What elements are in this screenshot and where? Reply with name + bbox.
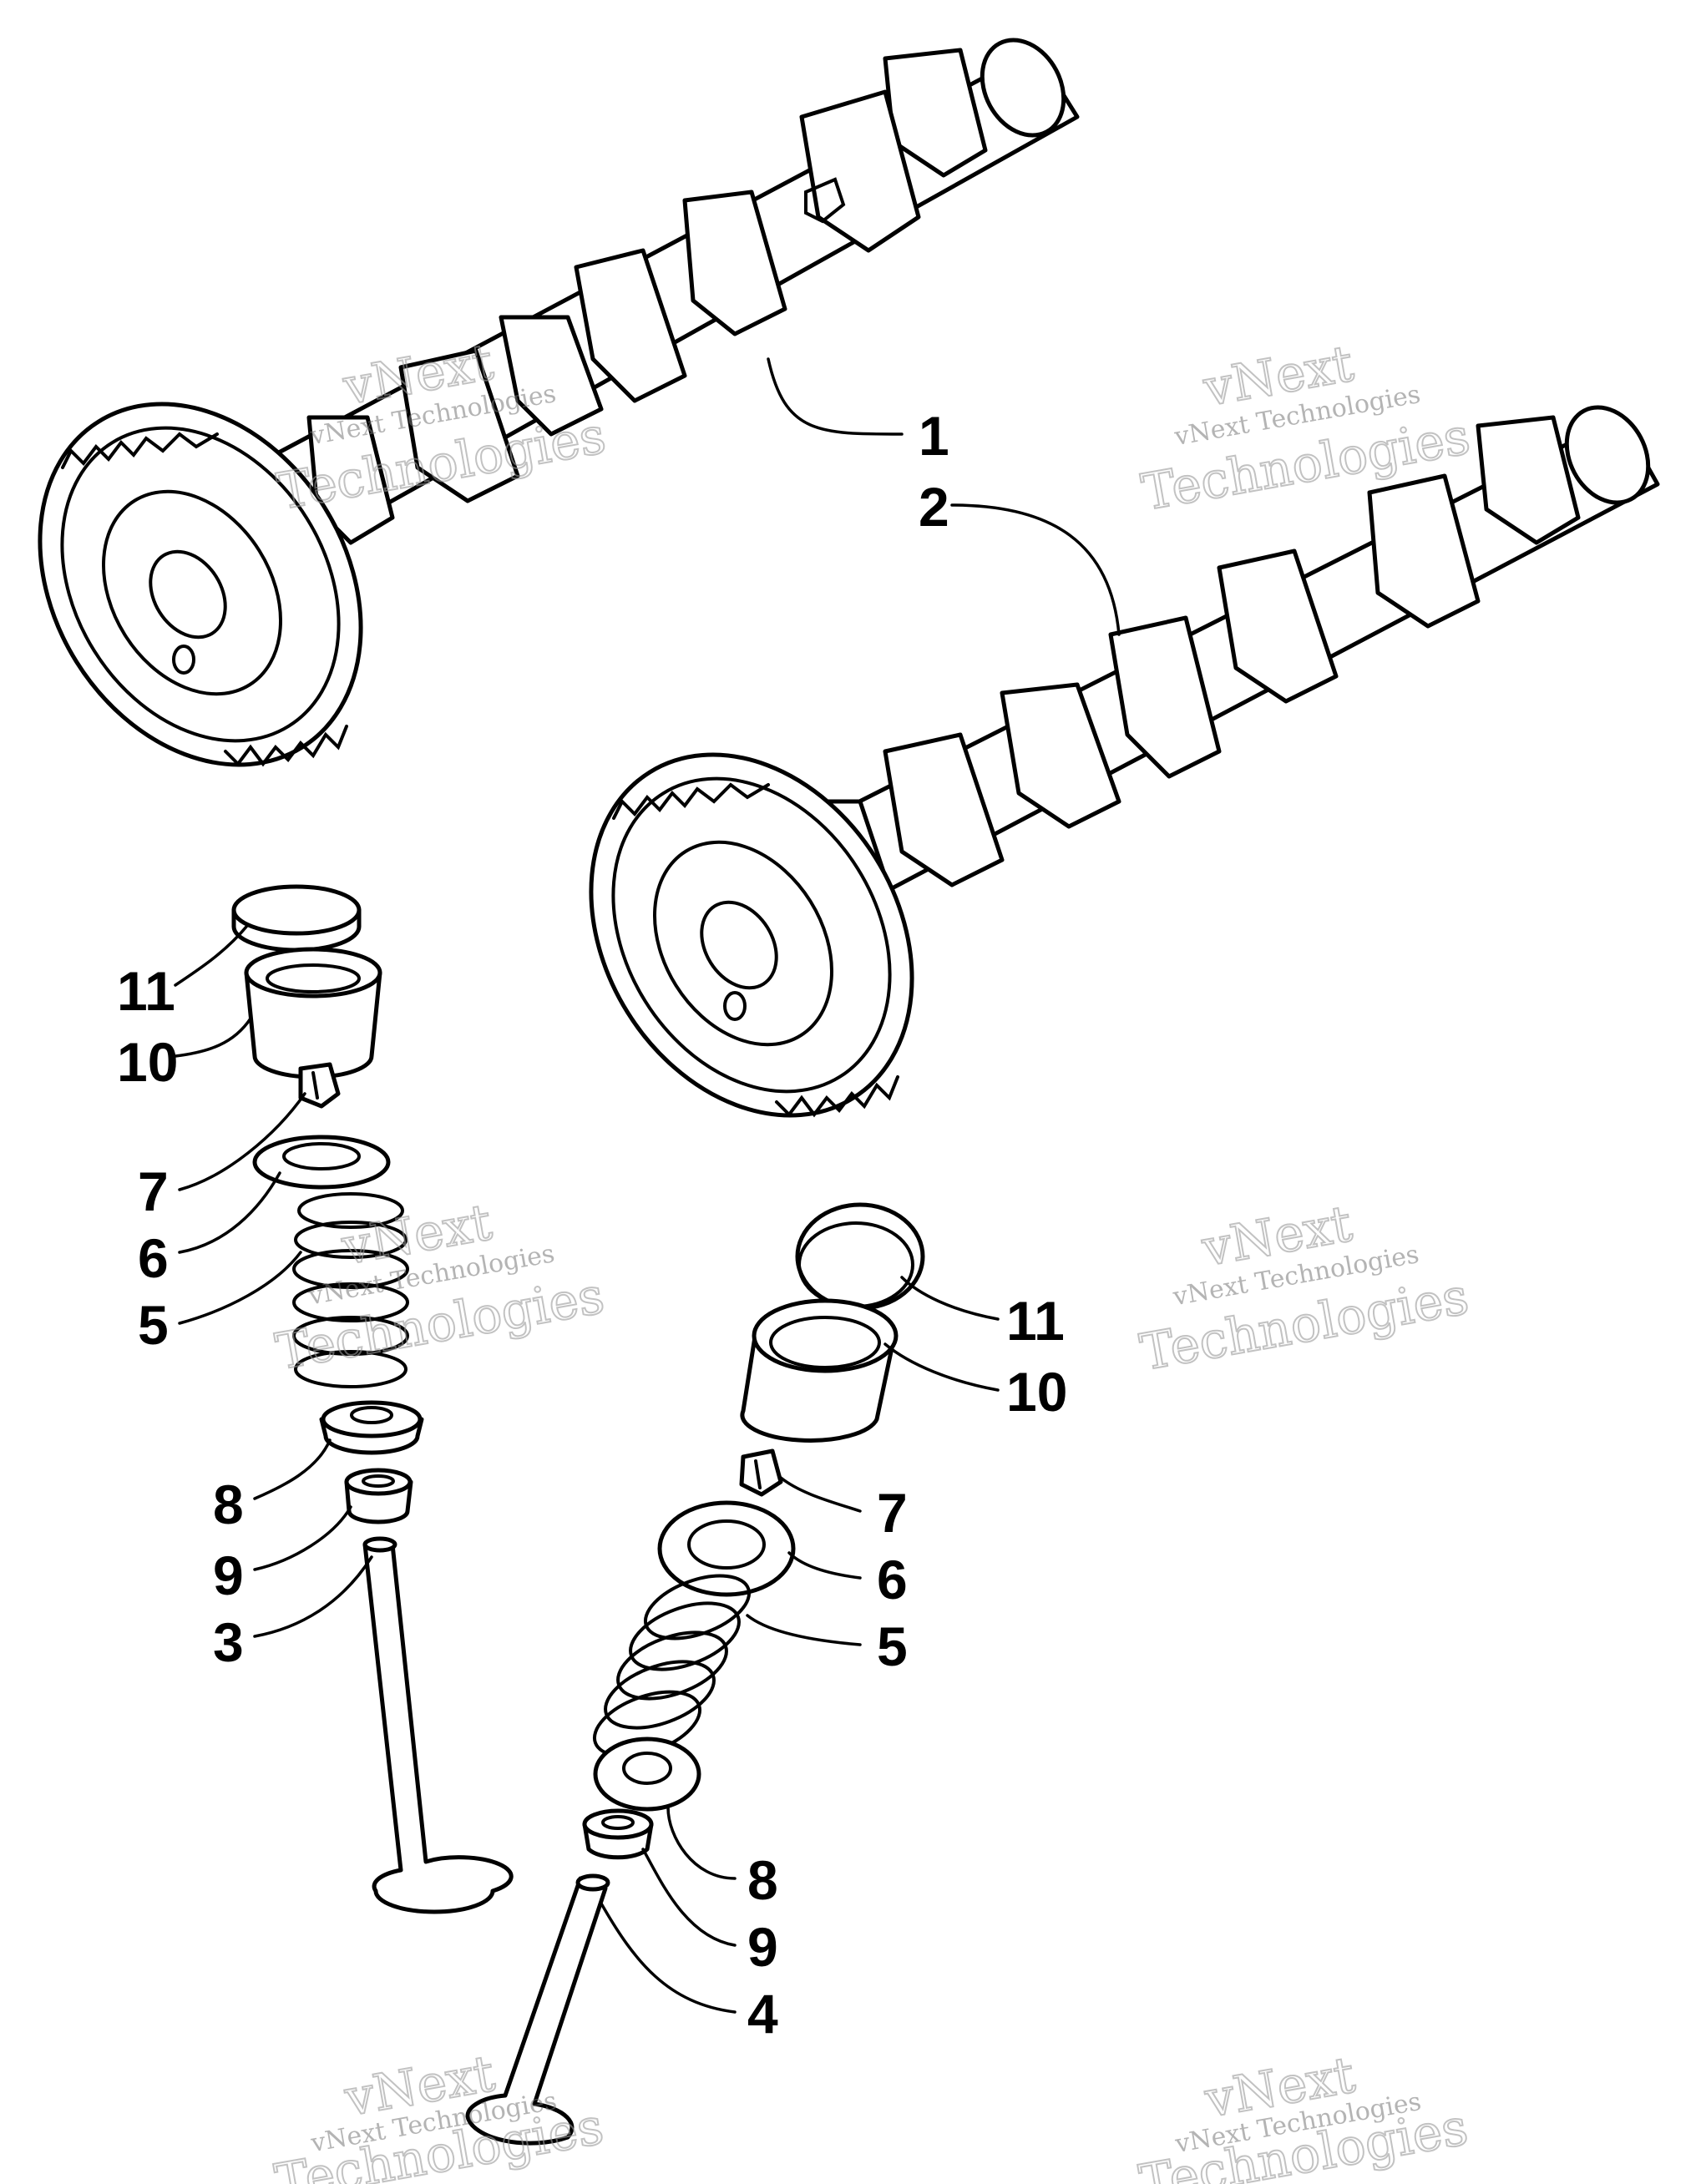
callout-4: 4 — [747, 1983, 778, 2045]
leader-left-9 — [253, 1505, 352, 1571]
leader-left-5 — [178, 1251, 302, 1325]
shim-left — [231, 884, 362, 953]
tappet-right — [740, 1298, 899, 1443]
collet-left — [298, 1062, 341, 1109]
leader-left-6 — [178, 1171, 281, 1254]
leader-4 — [600, 1902, 737, 2014]
leader-left-7 — [178, 1092, 306, 1191]
camshaft-exhaust — [589, 405, 1660, 1118]
watermark-bottom-left: vNext vNext Technologies Technologies — [270, 2044, 608, 2184]
callout-right-5: 5 — [877, 1615, 908, 1677]
callout-left-6: 6 — [138, 1227, 169, 1289]
callout-right-10: 10 — [1006, 1361, 1067, 1423]
callout-right-11: 11 — [1006, 1290, 1065, 1352]
callout-left-7: 7 — [138, 1160, 169, 1222]
leader-2 — [950, 503, 1121, 636]
spring-retainer-right — [657, 1500, 796, 1597]
leader-left-8 — [253, 1438, 332, 1500]
leader-right-10 — [883, 1342, 1000, 1392]
callout-right-8: 8 — [747, 1849, 778, 1911]
callout-right-9: 9 — [747, 1916, 778, 1978]
leader-3 — [253, 1555, 373, 1638]
valve-exhaust — [465, 1873, 610, 2146]
leader-1 — [767, 357, 904, 436]
stem-seal-right — [582, 1808, 654, 1860]
leader-left-11 — [174, 925, 248, 987]
watermark-bottom-right: vNext vNext Technologies Technologies — [1135, 2045, 1473, 2184]
valve-spring-right — [592, 1574, 752, 1758]
leader-right-9 — [641, 1848, 737, 1947]
leader-right-7 — [779, 1476, 862, 1513]
callout-left-8: 8 — [213, 1474, 244, 1535]
callout-right-6: 6 — [877, 1549, 908, 1610]
callout-left-9: 9 — [213, 1544, 244, 1606]
valve-spring-left — [292, 1192, 409, 1388]
callout-2: 2 — [919, 476, 949, 538]
leader-lines — [174, 357, 1121, 2014]
callout-1: 1 — [919, 405, 949, 467]
leader-right-11 — [900, 1276, 1000, 1321]
callout-left-10: 10 — [117, 1031, 178, 1093]
leader-right-6 — [787, 1551, 862, 1580]
callout-right-7: 7 — [877, 1482, 908, 1544]
valve-intake — [362, 1536, 514, 1914]
leader-left-10 — [174, 1017, 252, 1058]
left-valve-assembly — [231, 884, 514, 1914]
callout-left-5: 5 — [138, 1294, 169, 1356]
leader-right-8 — [666, 1806, 737, 1880]
collet-right — [739, 1448, 783, 1497]
stem-seal-left — [344, 1468, 413, 1524]
spring-seat-right — [593, 1737, 701, 1812]
shim-right — [795, 1202, 925, 1311]
right-valve-assembly — [465, 1202, 925, 2146]
callout-left-11: 11 — [117, 960, 175, 1022]
leader-right-5 — [746, 1614, 862, 1646]
spring-retainer-left — [252, 1135, 391, 1190]
watermark-mid-right: vNext vNext Technologies Technologies — [1135, 1194, 1473, 1383]
camshaft-intake — [38, 38, 1080, 767]
watermark-mid-left: vNext vNext Technologies Technologies — [271, 1192, 609, 1383]
callout-3: 3 — [213, 1611, 244, 1673]
spring-seat-left — [319, 1400, 424, 1455]
callout-numbers: 1 2 11 10 7 6 5 8 9 3 11 10 7 6 5 8 9 4 — [117, 405, 1067, 2045]
tappet-left — [244, 947, 382, 1079]
